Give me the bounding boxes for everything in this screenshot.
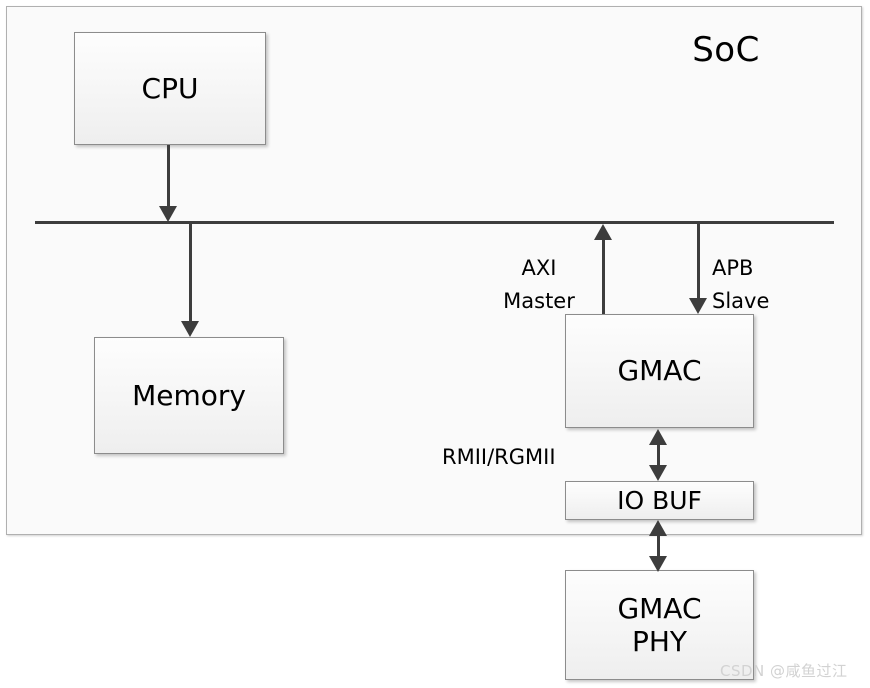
arrowhead-down-icon bbox=[649, 465, 667, 481]
connector-bus-to-gmac-apb bbox=[697, 224, 700, 298]
block-cpu-label: CPU bbox=[141, 71, 199, 105]
watermark: CSDN @咸鱼过江 bbox=[720, 662, 848, 680]
block-memory[interactable]: Memory bbox=[94, 337, 284, 454]
block-memory-label: Memory bbox=[132, 378, 246, 412]
arrowhead-up-icon bbox=[649, 429, 667, 445]
system-bus-line bbox=[35, 221, 834, 224]
block-io-buf[interactable]: IO BUF bbox=[565, 481, 754, 520]
connector-gmac-to-bus-axi bbox=[602, 238, 605, 314]
edge-label-rmii-rgmii: RMII/RGMII bbox=[442, 445, 556, 469]
block-gmac-phy[interactable]: GMAC PHY bbox=[565, 570, 754, 680]
block-gmac-phy-label: GMAC PHY bbox=[617, 591, 702, 658]
arrowhead-down-icon bbox=[649, 556, 667, 572]
arrowhead-down-icon bbox=[159, 206, 177, 222]
connector-gmac-to-io-buf bbox=[657, 442, 660, 468]
edge-label-axi-master: AXI Master bbox=[503, 256, 575, 313]
connector-io-buf-to-gmac-phy bbox=[657, 533, 660, 559]
arrowhead-up-icon bbox=[649, 520, 667, 536]
connector-cpu-to-bus bbox=[167, 145, 170, 207]
soc-title: SoC bbox=[692, 30, 760, 70]
edge-label-apb-slave: APB Slave bbox=[712, 256, 770, 313]
arrowhead-down-icon bbox=[689, 298, 707, 314]
arrowhead-up-icon bbox=[594, 224, 612, 240]
block-io-buf-label: IO BUF bbox=[617, 485, 702, 515]
block-cpu[interactable]: CPU bbox=[74, 32, 266, 145]
arrowhead-down-icon bbox=[181, 321, 199, 337]
connector-bus-to-memory bbox=[189, 224, 192, 322]
block-gmac[interactable]: GMAC bbox=[565, 314, 754, 428]
block-gmac-label: GMAC bbox=[617, 354, 702, 388]
